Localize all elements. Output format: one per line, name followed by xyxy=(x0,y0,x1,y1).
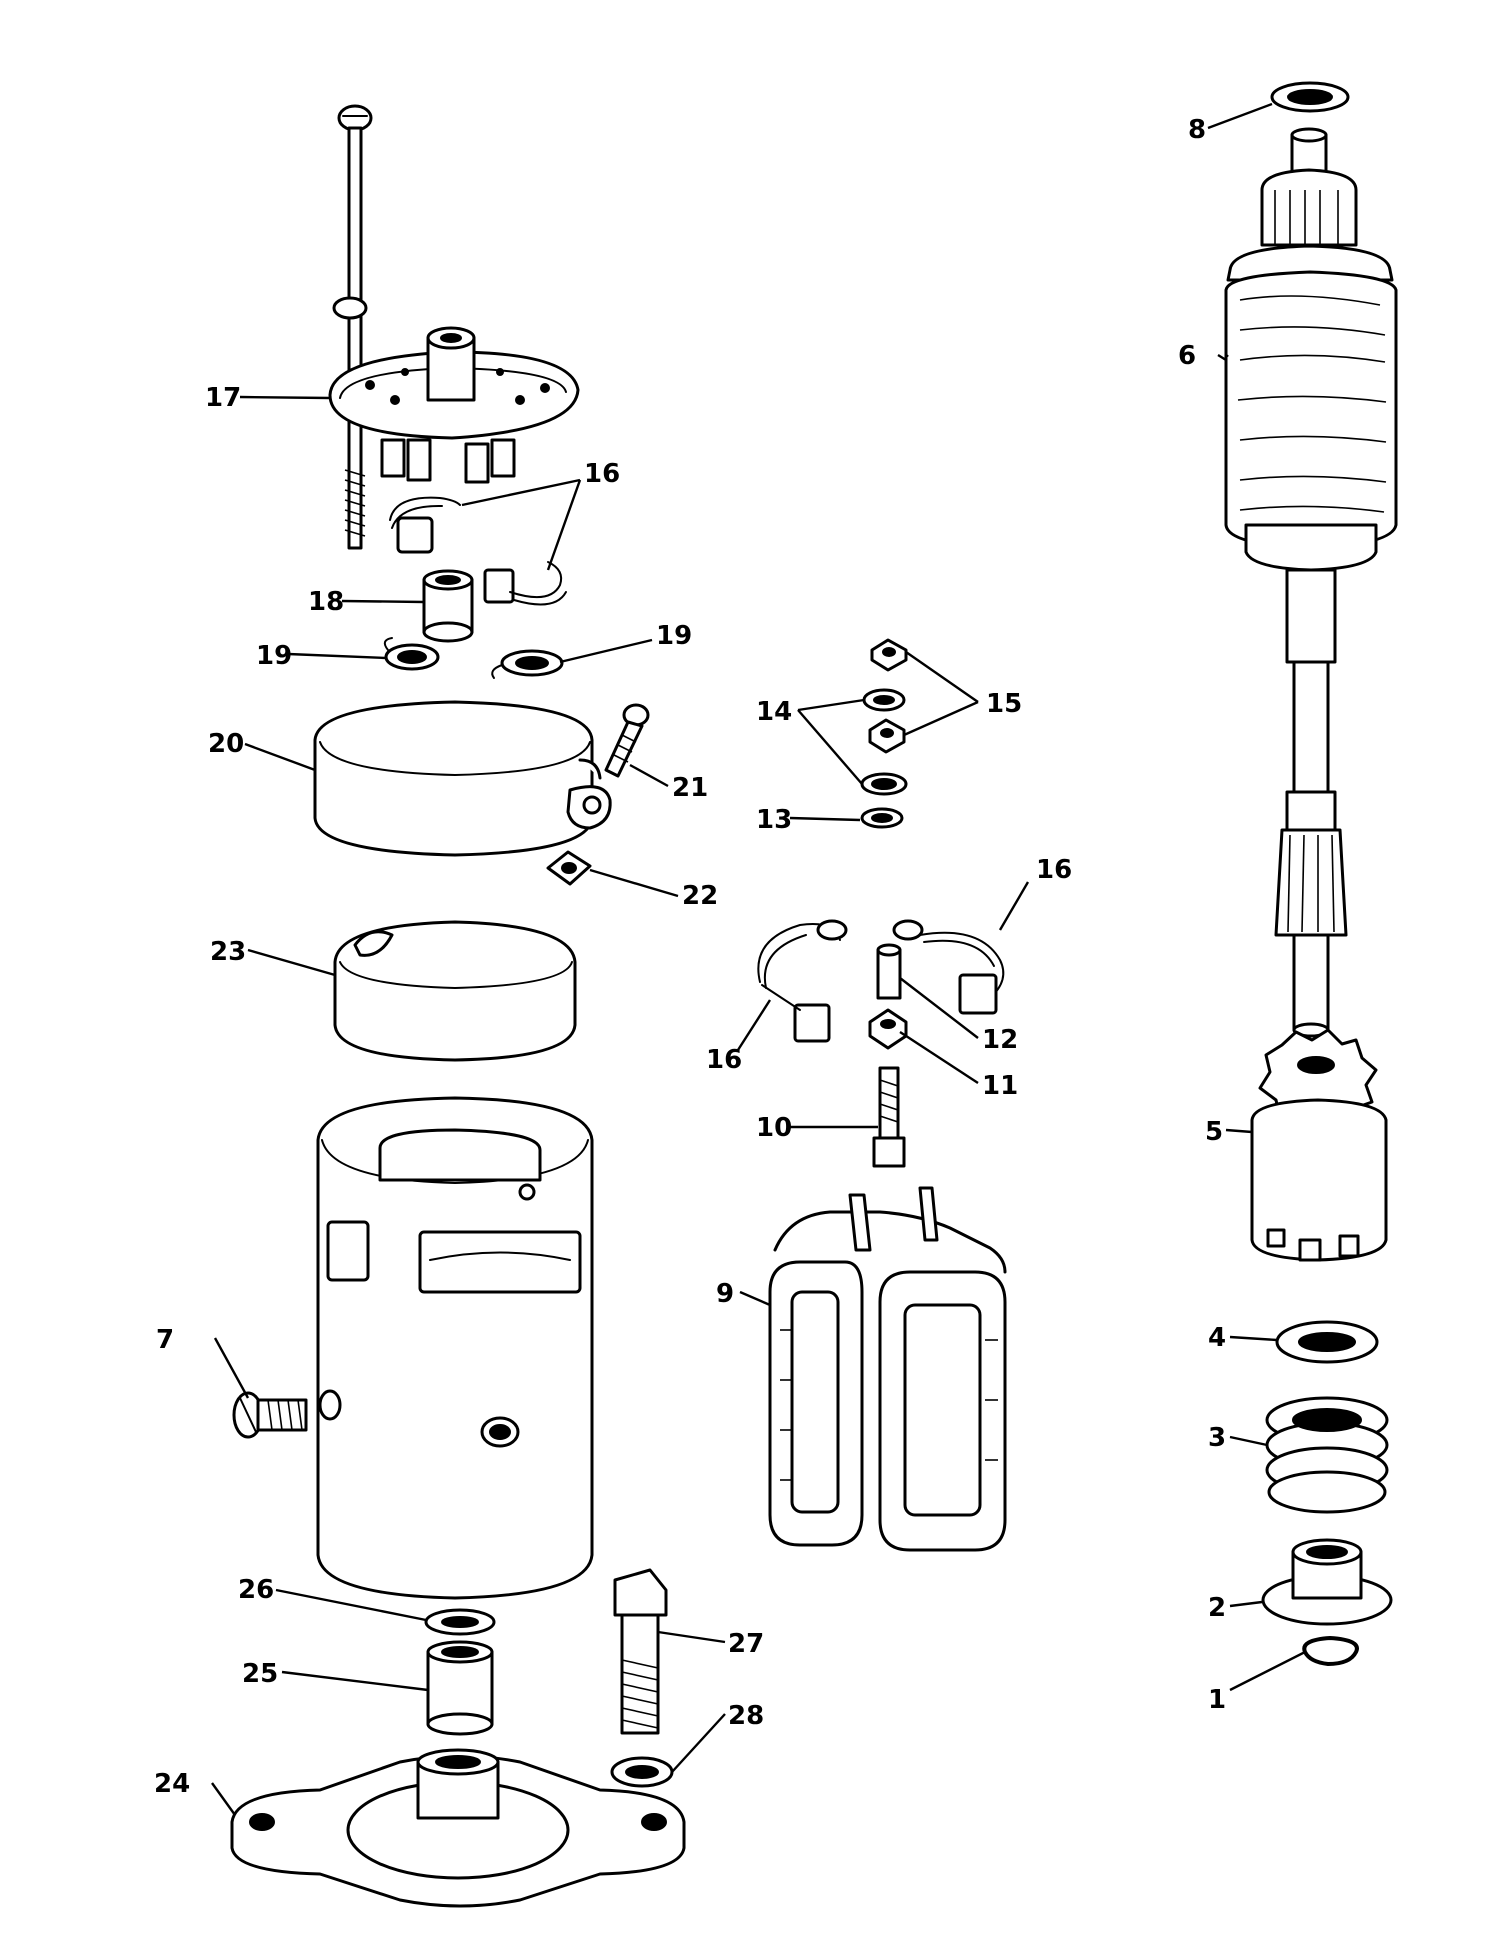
terminal-hardware xyxy=(860,638,908,829)
terminal-insulator xyxy=(868,1008,908,1050)
brush-end-plate xyxy=(328,326,580,484)
callout-15: 15 xyxy=(986,689,1022,719)
cover-band xyxy=(313,700,612,857)
armature xyxy=(1224,127,1398,1038)
thrust-washer-lower xyxy=(424,1608,496,1636)
callout-7: 7 xyxy=(156,1325,174,1355)
callout-22: 22 xyxy=(682,881,718,911)
insulating-sleeve xyxy=(876,943,902,1000)
callout-6: 6 xyxy=(1178,341,1196,371)
leader-lines xyxy=(211,102,1306,1816)
callout-13: 13 xyxy=(756,805,792,835)
drive-pinion xyxy=(1250,1028,1388,1262)
mounting-bolt xyxy=(613,1568,668,1735)
square-nut xyxy=(546,850,592,886)
insulator-sleeve xyxy=(333,920,577,1062)
terminal-stud xyxy=(872,1066,906,1168)
callout-20: 20 xyxy=(208,729,244,759)
frame-housing xyxy=(316,1096,594,1600)
callout-19-left: 19 xyxy=(256,641,292,671)
callout-14: 14 xyxy=(756,697,792,727)
lock-washer-lower xyxy=(610,1756,674,1788)
brush-set-upper xyxy=(389,496,567,606)
bushing-lower xyxy=(426,1640,494,1736)
callout-28: 28 xyxy=(728,1701,764,1731)
callout-5: 5 xyxy=(1205,1117,1223,1147)
snap-ring xyxy=(1302,1635,1359,1667)
through-bolt xyxy=(332,104,373,550)
callout-19-right: 19 xyxy=(656,621,692,651)
stop-collar xyxy=(1261,1538,1393,1626)
callout-16-right: 16 xyxy=(1036,855,1072,885)
callout-25: 25 xyxy=(242,1659,278,1689)
callout-12: 12 xyxy=(982,1025,1018,1055)
clamp-screw xyxy=(604,703,650,778)
callout-3: 3 xyxy=(1208,1423,1226,1453)
callout-26: 26 xyxy=(238,1575,274,1605)
brush-set-lower xyxy=(757,919,1005,1043)
pinion-washer xyxy=(1275,1320,1379,1364)
callout-18: 18 xyxy=(308,587,344,617)
field-screw xyxy=(232,1391,308,1439)
brush-springs xyxy=(383,637,564,679)
drive-end-plate xyxy=(230,1748,686,1908)
callout-23: 23 xyxy=(210,937,246,967)
callout-10: 10 xyxy=(756,1113,792,1143)
callout-16-upper: 16 xyxy=(584,459,620,489)
callout-24: 24 xyxy=(154,1769,190,1799)
callout-2: 2 xyxy=(1208,1593,1226,1623)
bushing-upper xyxy=(422,569,474,643)
callout-17: 17 xyxy=(205,383,241,413)
callout-16-left: 16 xyxy=(706,1045,742,1075)
callout-8: 8 xyxy=(1188,115,1206,145)
callout-labels: 1 2 3 4 5 6 7 8 9 10 11 12 13 14 15 16 1… xyxy=(154,115,1226,1799)
callout-4: 4 xyxy=(1208,1323,1226,1353)
callout-11: 11 xyxy=(982,1071,1018,1101)
callout-27: 27 xyxy=(728,1629,764,1659)
callout-21: 21 xyxy=(672,773,708,803)
drive-spring xyxy=(1265,1396,1389,1514)
field-coils xyxy=(768,1186,1007,1552)
thrust-washer-top xyxy=(1270,81,1350,113)
callout-1: 1 xyxy=(1208,1685,1226,1715)
callout-9: 9 xyxy=(716,1279,734,1309)
